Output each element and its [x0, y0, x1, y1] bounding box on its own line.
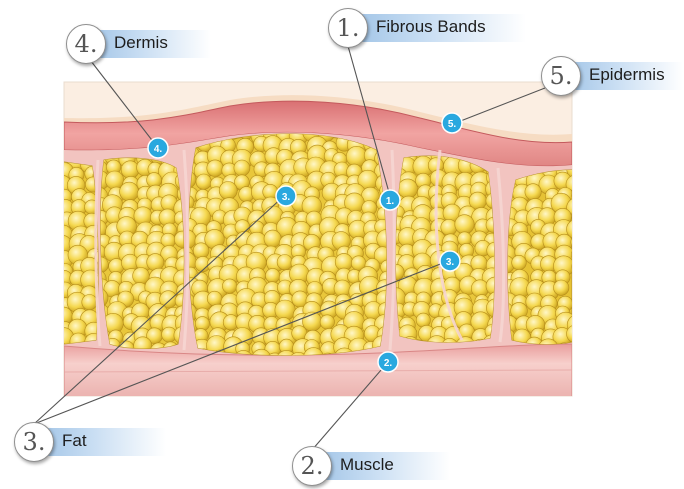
marker-dermis: 4. — [148, 138, 168, 158]
fat-globule — [120, 182, 139, 201]
fat-globule-group — [176, 122, 412, 372]
fat-globule — [525, 184, 541, 200]
callout-dermis: 4. Dermis — [66, 24, 216, 64]
callout-label-fat: Fat — [62, 431, 87, 451]
fat-globule — [266, 268, 280, 282]
marker-fat-left-text: 3. — [282, 192, 291, 203]
marker-fat-left: 3. — [276, 186, 296, 206]
callout-fibrous-bands: 1. Fibrous Bands — [328, 8, 528, 48]
marker-muscle: 2. — [378, 352, 398, 372]
marker-muscle-text: 2. — [384, 358, 393, 369]
fat-globule — [572, 258, 589, 275]
fat-globule — [512, 255, 527, 270]
callout-number-dermis: 4. — [66, 24, 106, 64]
callout-number-fibrous-bands: 1. — [328, 8, 368, 48]
fat-globule — [219, 182, 237, 200]
fat-globule — [572, 208, 588, 224]
callout-muscle: 2. Muscle — [292, 446, 452, 486]
fat-globule — [222, 279, 236, 293]
fat-globule — [277, 255, 292, 270]
fat-globule — [121, 161, 139, 179]
marker-fibrous-bands-text: 1. — [386, 196, 395, 207]
fat-globule — [264, 230, 281, 247]
callout-label-dermis: Dermis — [114, 33, 168, 53]
fat-globule — [571, 308, 586, 323]
marker-dermis-text: 4. — [154, 144, 163, 155]
fat-globule — [320, 315, 334, 329]
marker-epidermis: 5. — [442, 113, 462, 133]
fat-globule — [571, 341, 586, 356]
fat-globule — [441, 219, 457, 235]
fat-globule — [567, 325, 585, 343]
callout-number-fat: 3. — [14, 422, 54, 462]
callout-fat: 3. Fat — [14, 422, 174, 462]
callout-label-epidermis: Epidermis — [589, 65, 665, 85]
fat-globule — [455, 215, 474, 234]
fat-globule — [571, 247, 587, 263]
fat-globule — [82, 295, 97, 310]
fat-globule — [571, 185, 587, 201]
fat-globule — [207, 291, 222, 306]
fat-globule — [572, 281, 589, 298]
fat-globule — [572, 270, 589, 287]
fat-globule — [234, 160, 250, 176]
fat-globule — [196, 174, 211, 189]
fat-globule — [207, 160, 224, 177]
callout-label-muscle: Muscle — [340, 455, 394, 475]
callout-number-muscle: 2. — [292, 446, 332, 486]
marker-fat-right: 3. — [440, 251, 460, 271]
callout-epidermis: 5. Epidermis — [541, 56, 683, 96]
marker-fibrous-bands: 1. — [380, 190, 400, 210]
callout-number-epidermis: 5. — [541, 56, 581, 96]
fat-globule — [193, 243, 209, 259]
fat-globule — [554, 280, 569, 295]
fat-globule — [572, 291, 588, 307]
marker-epidermis-text: 5. — [448, 119, 457, 130]
fat-globule — [571, 235, 585, 249]
callout-label-fibrous-bands: Fibrous Bands — [376, 17, 486, 37]
marker-fat-right-text: 3. — [446, 257, 455, 268]
